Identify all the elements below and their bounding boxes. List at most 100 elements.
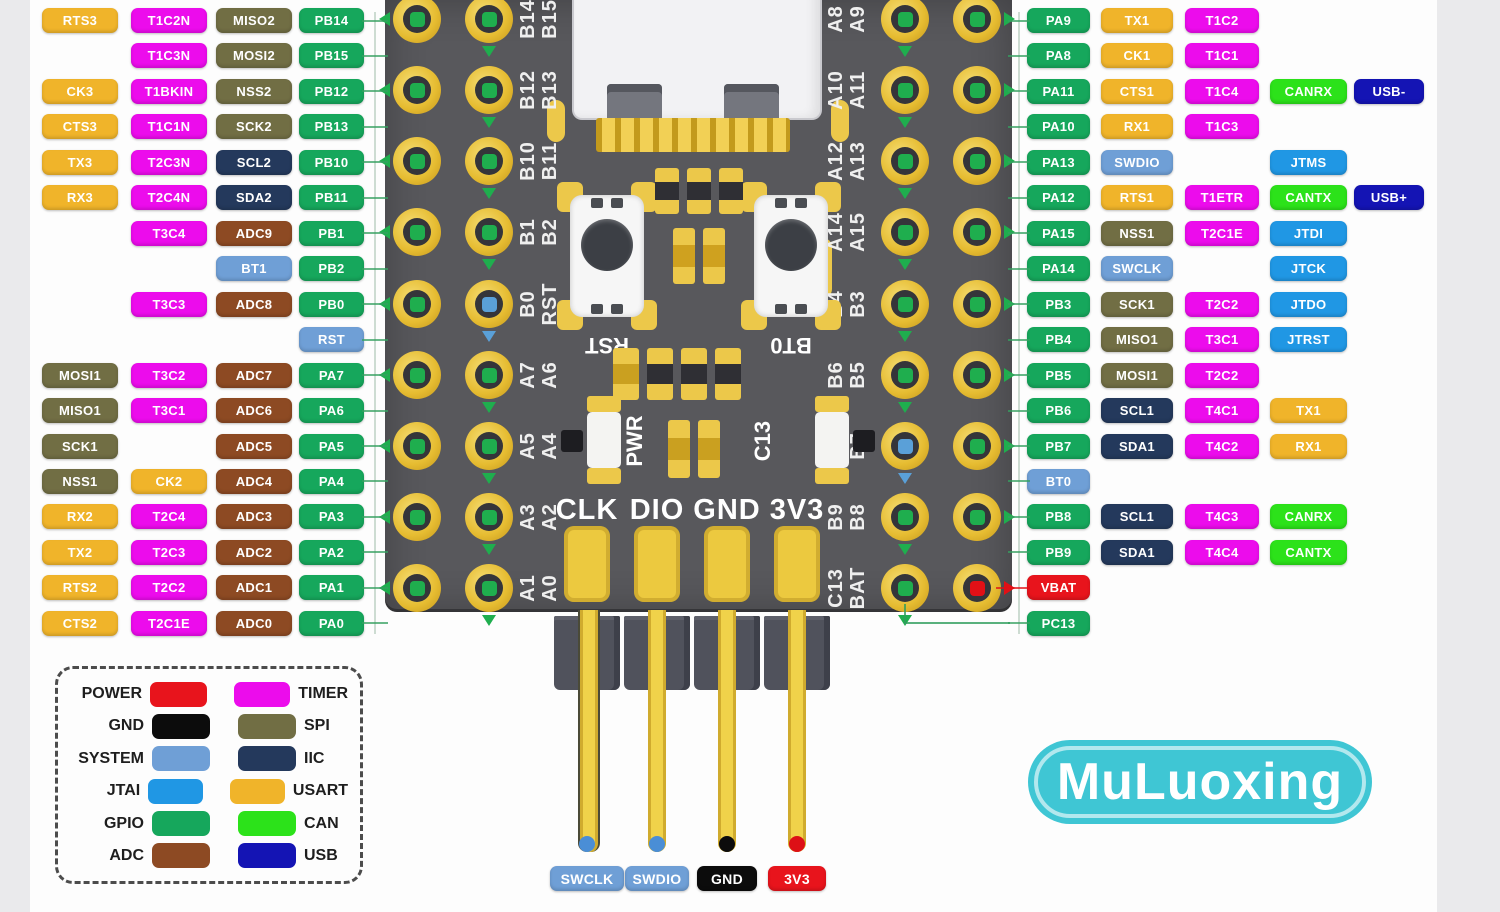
- pin-function-label: PB0: [299, 291, 364, 317]
- pin-function-label: RX3: [42, 185, 118, 211]
- board-pin: [881, 208, 929, 256]
- smd-part: [703, 267, 725, 284]
- pin-function-label: PB9: [1027, 539, 1090, 565]
- legend-label: GPIO: [103, 814, 144, 832]
- smd-part: [681, 384, 707, 400]
- pin-function-label: SCL1: [1101, 398, 1173, 424]
- pin-function-label: ADC7: [216, 362, 292, 388]
- board-pin: [953, 208, 1001, 256]
- board-pin-pad: [481, 11, 497, 27]
- smd-part: [647, 363, 673, 385]
- pin-function-label: SCK1: [42, 433, 118, 459]
- legend-swatch: [238, 843, 296, 869]
- smd-part: [703, 244, 725, 268]
- smd-part: [715, 384, 741, 400]
- pin-function-label: SDA1: [1101, 539, 1173, 565]
- board-pin-pad: [409, 82, 425, 98]
- legend-label: USART: [292, 782, 349, 800]
- leader-line: [362, 303, 388, 306]
- smd-part: [681, 363, 707, 385]
- legend-swatch: [150, 681, 207, 707]
- pin-function-label: T1C3: [1185, 114, 1259, 140]
- pin-function-label: T2C2: [1185, 362, 1259, 388]
- board-pin-pad: [897, 153, 913, 169]
- smd-part: [613, 348, 639, 364]
- smd-capacitor: [647, 348, 673, 400]
- board-pin-pad: [897, 224, 913, 240]
- pin-function-label: T2C2: [131, 575, 207, 601]
- legend-label: JTAI: [106, 782, 141, 800]
- trace-arrow: [482, 259, 496, 270]
- pin-function-label: NSS2: [216, 78, 292, 104]
- legend-label: CAN: [304, 814, 339, 832]
- smd-part: [703, 228, 725, 245]
- pin-function-label: ADC2: [216, 539, 292, 565]
- board-pin-pad: [969, 153, 985, 169]
- board-pin-pad: [969, 580, 985, 596]
- pin-function-label: CK3: [42, 78, 118, 104]
- pin-function-label: SDA2: [216, 185, 292, 211]
- board-pin-pad: [897, 509, 913, 525]
- usb-connector-leg: [724, 84, 779, 122]
- pin-function-label: SWCLK: [1101, 256, 1173, 282]
- board-pin-pad: [969, 438, 985, 454]
- pin-function-label: PA14: [1027, 256, 1090, 282]
- pin-function-label: JTDO: [1270, 291, 1347, 317]
- pin-function-label: RST: [299, 327, 364, 353]
- pin-function-label: NSS1: [1101, 220, 1173, 246]
- pin-function-label: JTRST: [1270, 327, 1347, 353]
- pin-function-label: CANRX: [1270, 504, 1347, 530]
- pin-function-label: SWDIO: [1101, 149, 1173, 175]
- leader-line: [1008, 515, 1030, 518]
- smd-part: [647, 384, 673, 400]
- legend-swatch: [152, 746, 210, 772]
- pin-function-label: ADC9: [216, 220, 292, 246]
- trace-arrow: [482, 473, 496, 484]
- pin-function-label: PB5: [1027, 362, 1090, 388]
- pin-function-label: PA6: [299, 398, 364, 424]
- trace-arrow: [482, 46, 496, 57]
- pin-function-label: PB15: [299, 43, 364, 69]
- leader-line: [1008, 19, 1030, 22]
- smd-capacitor: [613, 348, 639, 400]
- led-body: [815, 412, 849, 468]
- header-pin: [788, 610, 806, 852]
- board-pin: [393, 280, 441, 328]
- trace-arrow: [898, 402, 912, 413]
- pin-function-label: RX1: [1101, 114, 1173, 140]
- page-edge-right: [1437, 0, 1500, 912]
- legend-label: TIMER: [298, 685, 348, 702]
- pin-function-label: ADC6: [216, 398, 292, 424]
- trace-arrow: [482, 117, 496, 128]
- brand-name: MuLuoxing: [1056, 753, 1344, 811]
- trace-arrow: [898, 117, 912, 128]
- bottom-pin-label: SWDIO: [625, 866, 689, 891]
- page-edge-left: [0, 0, 30, 912]
- pin-function-label: PB10: [299, 149, 364, 175]
- leader-line: [1008, 445, 1030, 448]
- board-pin-pad: [969, 82, 985, 98]
- trace-arrow: [898, 331, 912, 342]
- smd-part: [647, 348, 673, 364]
- board-pin: [465, 280, 513, 328]
- smd-capacitor: [698, 420, 720, 478]
- button-contact: [591, 304, 603, 314]
- smd-capacitor: [687, 168, 711, 214]
- pin-function-label: T1ETR: [1185, 185, 1259, 211]
- board-pin: [465, 137, 513, 185]
- leader-line: [1008, 622, 1030, 625]
- smd-part: [613, 363, 639, 385]
- trace-arrow: [898, 544, 912, 555]
- pin-function-label: PA13: [1027, 149, 1090, 175]
- leader-line: [362, 515, 388, 518]
- pin-function-label: USB-: [1354, 78, 1424, 104]
- pin-function-label: T3C1: [131, 398, 207, 424]
- header-through-pad: [634, 526, 680, 602]
- pin-function-label: PA10: [1027, 114, 1090, 140]
- board-pin: [953, 564, 1001, 612]
- button-knob: [581, 219, 633, 271]
- smd-capacitor: [681, 348, 707, 400]
- smd-capacitor: [668, 420, 690, 478]
